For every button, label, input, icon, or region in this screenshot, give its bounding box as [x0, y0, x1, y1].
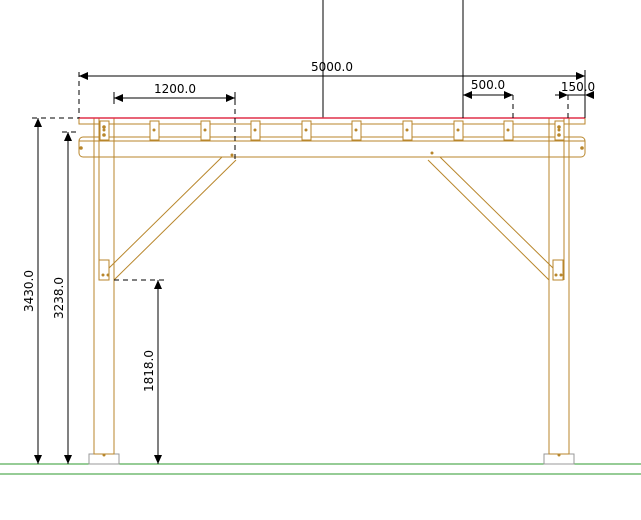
total-height-label: 3430.0	[22, 270, 36, 312]
beam-height-label: 3238.0	[52, 277, 66, 319]
left-brace	[108, 156, 237, 281]
right-brace	[427, 156, 554, 281]
rafter-bolt	[152, 128, 156, 132]
dim-beam-height: 3238.0	[52, 132, 72, 464]
rafter-bolt	[203, 128, 207, 132]
rafter-ends	[99, 120, 565, 141]
dim-overall-width: 5000.0	[79, 60, 586, 118]
rafter-bolt	[506, 128, 510, 132]
rafter-bolt	[102, 128, 106, 132]
dim-rafter-offset: 1200.0	[113, 82, 236, 104]
brace-height-label: 1818.0	[142, 350, 156, 392]
dim-rafter-spacing: 500.0	[463, 78, 513, 99]
end-overhang-label: 150.0	[561, 80, 595, 94]
rafter-bolt	[557, 128, 561, 132]
main-beam	[78, 136, 586, 158]
dim-brace-height: 1818.0	[142, 280, 162, 464]
dim-end-overhang: 150.0	[555, 80, 595, 99]
rafter-bolt	[304, 128, 308, 132]
rafter-bolt	[456, 128, 460, 132]
rafter-bolt	[354, 128, 358, 132]
right-post	[548, 117, 570, 455]
rafter-bolt	[253, 128, 257, 132]
left-post	[93, 117, 115, 455]
rafter-offset-label: 1200.0	[154, 82, 196, 96]
overall-width-label: 5000.0	[311, 60, 353, 74]
rafter-spacing-label: 500.0	[471, 78, 505, 92]
bolt-markers	[79, 125, 584, 457]
dim-total-height: 3430.0	[22, 118, 42, 464]
rafter-bolt	[405, 128, 409, 132]
